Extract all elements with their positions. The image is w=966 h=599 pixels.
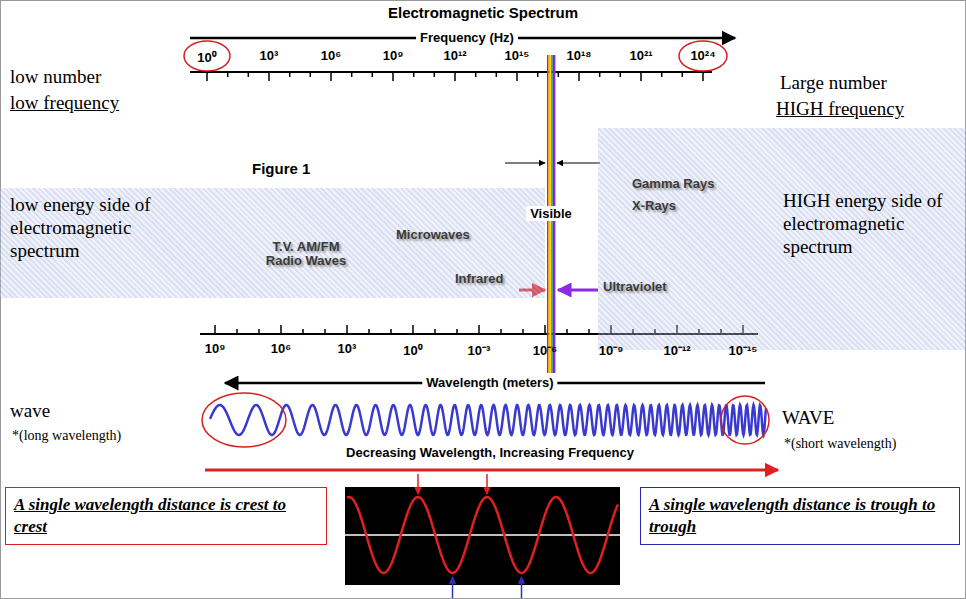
tick-label: 10¹⁵ [505, 48, 530, 63]
trough-arrow [521, 577, 523, 598]
tick-label: 10⁶ [321, 48, 341, 63]
region-name: Microwaves [396, 227, 470, 242]
side-note: *(short wavelength) [784, 436, 896, 452]
tick-label: 10⁻¹² [663, 341, 690, 359]
tick-label: 10⁻⁹ [599, 341, 624, 359]
tick-label: 10⁰ [403, 341, 422, 359]
wave-panel [345, 487, 620, 585]
highlight-circle [721, 396, 769, 444]
crest-arrow [486, 474, 488, 494]
trough-arrow [452, 577, 454, 598]
chirp-wave [210, 405, 766, 435]
note-box: A single wavelength distance is trough t… [640, 487, 960, 545]
highlight-circle [184, 41, 230, 71]
band-label: low energy side of electromagnetic spect… [10, 194, 175, 262]
tick-label: 10¹² [443, 48, 466, 63]
tick-label: 10⁰ [197, 48, 216, 66]
side-note: low number [10, 66, 101, 88]
figure-label: Figure 1 [252, 160, 310, 177]
direction-arrow [205, 469, 778, 472]
note-text: A single wavelength distance is crest to… [14, 494, 318, 538]
highlight-circle [202, 393, 286, 447]
axis-title: Frequency (Hz) [416, 30, 518, 45]
tick-label: 10⁶ [271, 341, 291, 356]
axis-title: Wavelength (meters) [422, 375, 557, 390]
highlight-circle [679, 41, 727, 71]
tick-label: 10⁻¹⁵ [729, 341, 758, 359]
tick-label: 10²⁴ [690, 48, 715, 63]
crest-arrow [417, 474, 419, 494]
tick-label: 10⁻³ [468, 341, 491, 359]
tick-label: 10²¹ [629, 48, 652, 63]
diagram-title: Electromagnetic Spectrum [388, 4, 578, 21]
direction-label: Decreasing Wavelength, Increasing Freque… [346, 445, 634, 460]
tick-label: 10⁹ [383, 48, 404, 63]
region-name: Infrared [455, 271, 503, 286]
region-name: T.V. AM/FM Radio Waves [263, 240, 349, 269]
sine-wave [347, 497, 618, 573]
frequency-ticks [207, 72, 703, 81]
note-text: A single wavelength distance is trough t… [649, 494, 951, 538]
side-note: wave [10, 400, 50, 422]
visible-pointer [557, 162, 600, 163]
tick-label: 10³ [338, 341, 357, 356]
ultraviolet-arrow [558, 289, 598, 292]
wave-axis [345, 534, 620, 536]
tick-label: 10³ [260, 48, 279, 63]
tick-label: 10⁻⁶ [533, 341, 557, 359]
note-box: A single wavelength distance is crest to… [5, 487, 327, 545]
region-name: X-Rays [632, 198, 676, 213]
energy-band: HIGH energy side of electromagnetic spec… [598, 128, 966, 350]
region-name: Visible [526, 206, 576, 221]
side-note: low frequency [10, 92, 119, 114]
side-note: *(long wavelength) [12, 428, 121, 444]
side-note: HIGH frequency [776, 98, 904, 120]
tick-label: 10⁹ [205, 341, 226, 356]
region-name: Ultraviolet [603, 279, 667, 294]
side-note: Large number [780, 72, 887, 94]
side-note: WAVE [782, 407, 834, 429]
band-label: HIGH energy side of electromagnetic spec… [783, 190, 953, 258]
visible-pointer [505, 162, 545, 163]
tick-label: 10¹⁸ [567, 48, 592, 63]
region-name: Gamma Rays [632, 176, 714, 191]
